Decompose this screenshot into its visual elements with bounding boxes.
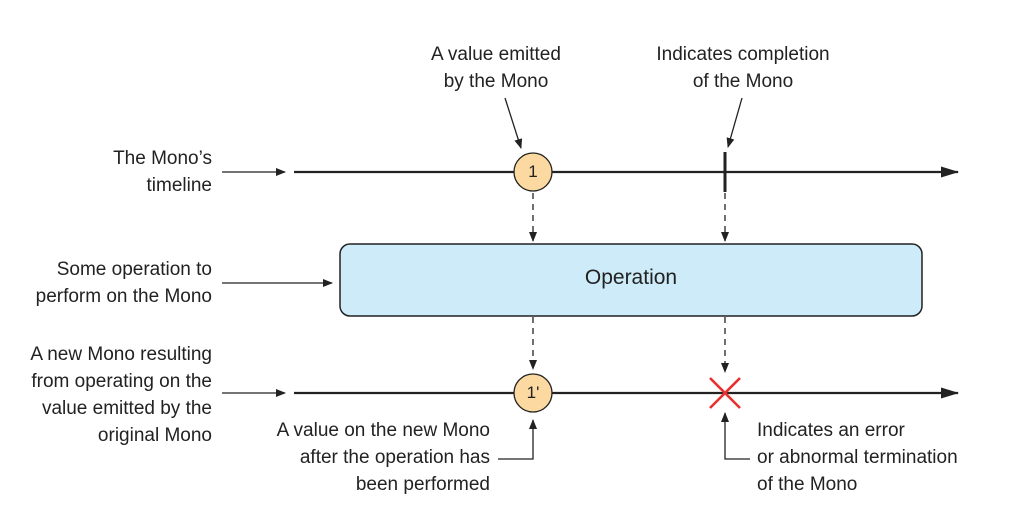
original-value-marble: [513, 152, 553, 192]
value-callout-arrow: [504, 97, 523, 149]
new-value-line-3: been performed: [355, 474, 490, 495]
new-mono-line-2: from operating on the: [31, 371, 212, 392]
error-line-2: or abnormal termination: [757, 447, 958, 468]
completion-callout-arrow: [726, 97, 743, 148]
mono-timeline-line-2: timeline: [146, 175, 212, 196]
some-operation-line-1: Some operation to: [56, 259, 212, 280]
mono-timeline-line-1: The Mono’s: [113, 148, 212, 169]
error-line-3: of the Mono: [757, 474, 858, 495]
new-value-line-1: A value on the new Mono: [276, 420, 490, 441]
some-operation-line-2: perform on the Mono: [35, 286, 212, 307]
some-operation-label: Some operation to perform on the Mono: [10, 256, 212, 310]
error-line-1: Indicates an error: [757, 420, 905, 441]
error-x-icon: [709, 377, 741, 409]
new-mono-label: A new Mono resulting from operating on t…: [0, 341, 212, 449]
operation-label: Operation: [584, 266, 678, 289]
completion-label: Indicates completion of the Mono: [630, 41, 856, 95]
completion-line-1: Indicates completion: [656, 44, 830, 65]
new-value-line-2: after the operation has: [299, 447, 490, 468]
new-mono-line-1: A new Mono resulting: [30, 344, 212, 365]
completion-line-2: of the Mono: [692, 71, 794, 92]
transformed-value-marble: [513, 373, 553, 413]
operation-box: [339, 243, 923, 317]
new-mono-line-3: value emitted by the: [41, 398, 212, 419]
original-marble-label: 1: [528, 162, 538, 181]
new-value-label: A value on the new Mono after the operat…: [236, 417, 490, 498]
error-label: Indicates an error or abnormal terminati…: [757, 417, 1017, 498]
value-emitted-label: A value emitted by the Mono: [396, 41, 596, 95]
new-mono-line-4: original Mono: [97, 425, 212, 446]
value-emitted-line-1: A value emitted: [431, 44, 561, 65]
value-emitted-line-2: by the Mono: [443, 71, 549, 92]
error-callout-arrow: [721, 412, 750, 460]
transformed-marble-label: 1': [526, 383, 540, 402]
mono-timeline-label: The Mono’s timeline: [10, 145, 212, 199]
new-value-callout-arrow: [498, 419, 537, 460]
